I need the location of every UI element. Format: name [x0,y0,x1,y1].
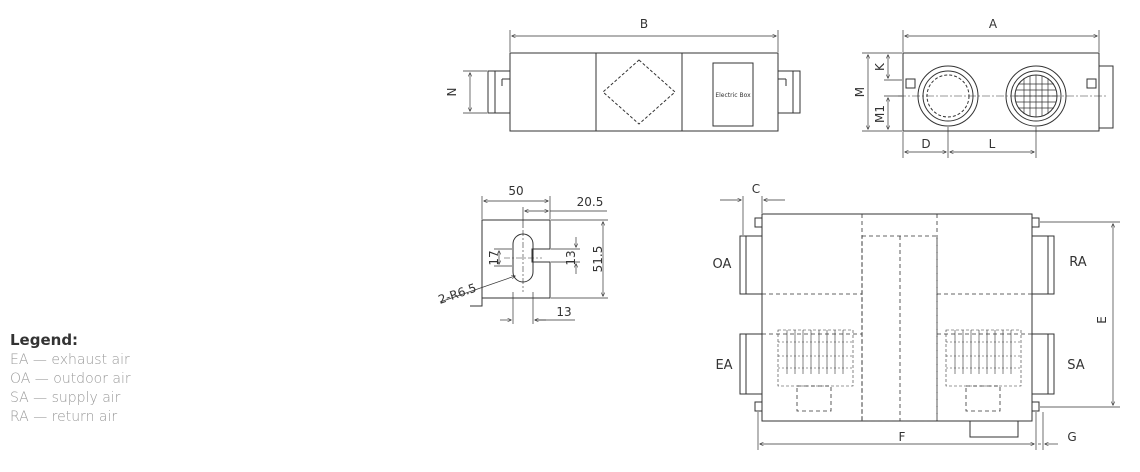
dim-f-label: F [899,430,906,444]
dim-20-5-label: 20.5 [577,195,604,209]
legend-item-ra: RA — return air [10,409,118,425]
dim-50-label: 50 [508,184,523,198]
side-view [463,30,801,132]
dim-51-5-label: 51.5 [591,246,605,273]
dim-d-label: D [921,137,930,151]
port-ra-label: RA [1069,255,1087,270]
dim-13-bottom-label: 13 [556,305,571,319]
dim-g-label: G [1067,430,1076,444]
bracket-detail [439,196,608,324]
port-sa-label: SA [1067,358,1084,373]
radius-label: 2-R6.5 [436,281,478,307]
port-oa-label: OA [713,257,732,272]
dim-a-label: A [989,17,998,31]
dim-17-label: 17 [487,250,501,265]
dim-m-label: M [853,87,867,97]
legend-item-ea: EA — exhaust air [10,352,130,368]
port-ea-label: EA [715,358,732,373]
legend-item-oa: OA — outdoor air [10,371,131,387]
end-view [862,30,1114,158]
dim-m1-label: M1 [873,105,887,123]
dim-c-label: C [752,182,760,196]
electric-box-label: Electric Box [715,92,751,99]
dim-b-label: B [640,17,648,31]
dim-n-label: N [445,88,459,97]
top-view [720,196,1120,450]
dim-e-label: E [1095,316,1109,324]
dim-l-label: L [989,137,996,151]
legend-item-sa: SA — supply air [10,390,121,406]
dim-13-vertical-label: 13 [564,250,578,265]
legend-title: Legend: [10,331,79,349]
legend: Legend: EA — exhaust air OA — outdoor ai… [10,331,131,427]
dim-k-label: K [873,62,887,71]
